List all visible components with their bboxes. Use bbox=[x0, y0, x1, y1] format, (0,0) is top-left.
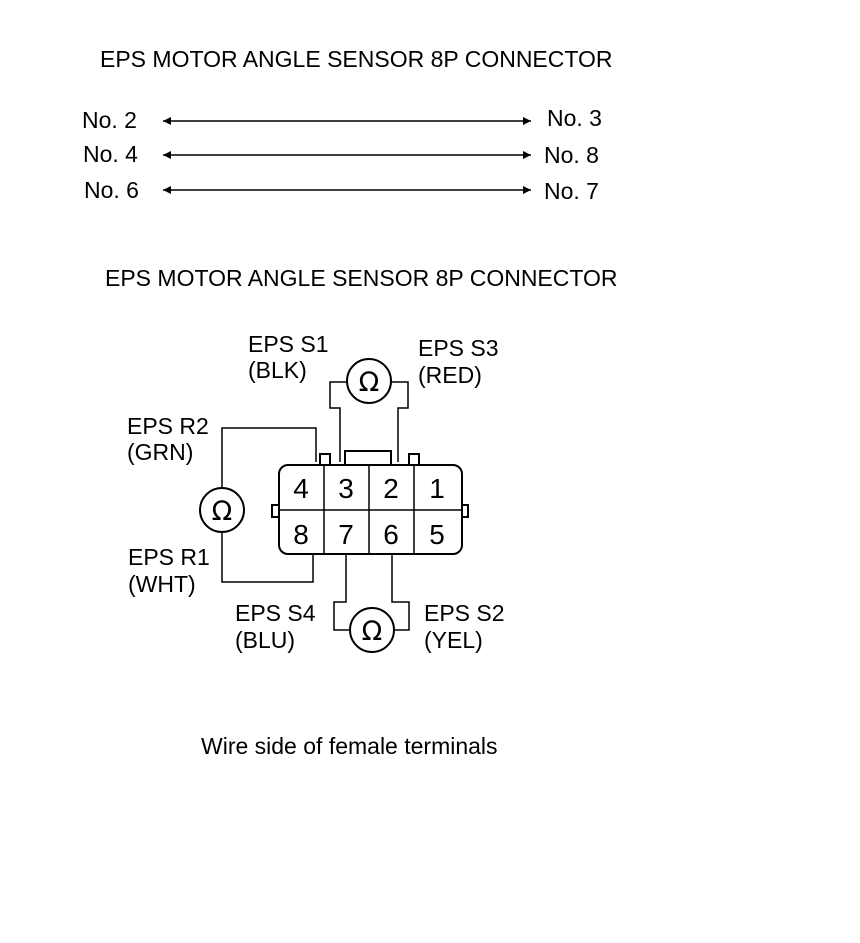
row2-left-label: No. 4 bbox=[83, 141, 138, 167]
continuity-row-1: No. 2 No. 3 bbox=[82, 105, 602, 133]
terminal-7: 7 bbox=[338, 519, 354, 550]
caption-wire-side: Wire side of female terminals bbox=[201, 733, 498, 759]
wire-s4-to-meter bbox=[333, 553, 349, 631]
terminal-4: 4 bbox=[293, 473, 309, 504]
ohm-icon: Ω bbox=[362, 616, 383, 647]
continuity-row-3: No. 6 No. 7 bbox=[84, 177, 599, 204]
wire-s3-to-meter bbox=[392, 381, 409, 462]
terminal-5: 5 bbox=[429, 519, 445, 550]
ohmmeter-bottom-circle bbox=[349, 607, 395, 653]
row3-left-label: No. 6 bbox=[84, 177, 139, 203]
label-eps-s2: EPS S2 bbox=[424, 600, 505, 626]
ohmmeter-top: Ω bbox=[346, 358, 392, 404]
label-eps-s1-color: (BLK) bbox=[248, 357, 307, 383]
ohmmeter-top-circle bbox=[346, 358, 392, 404]
terminal-8: 8 bbox=[293, 519, 309, 550]
connector-locking-tab bbox=[344, 450, 392, 466]
row3-right-label: No. 7 bbox=[544, 178, 599, 204]
label-eps-s3: EPS S3 bbox=[418, 335, 499, 361]
section1-title: EPS MOTOR ANGLE SENSOR 8P CONNECTOR bbox=[100, 46, 613, 72]
section2-title: EPS MOTOR ANGLE SENSOR 8P CONNECTOR bbox=[105, 265, 618, 291]
row1-right-label: No. 3 bbox=[547, 105, 602, 131]
continuity-row-2: No. 4 No. 8 bbox=[83, 141, 599, 168]
wire-s1-to-meter bbox=[329, 381, 347, 462]
wiring bbox=[221, 381, 410, 631]
label-eps-s3-color: (RED) bbox=[418, 362, 482, 388]
terminal-2: 2 bbox=[383, 473, 399, 504]
row2-right-label: No. 8 bbox=[544, 142, 599, 168]
wire-s2-to-meter bbox=[391, 553, 410, 631]
label-eps-s1: EPS S1 bbox=[248, 331, 329, 357]
label-eps-r2-color: (GRN) bbox=[127, 439, 193, 465]
terminal-3: 3 bbox=[338, 473, 354, 504]
label-eps-s4-color: (BLU) bbox=[235, 627, 295, 653]
terminal-1: 1 bbox=[429, 473, 445, 504]
label-eps-s4: EPS S4 bbox=[235, 600, 316, 626]
ohmmeter-bottom: Ω bbox=[349, 607, 395, 653]
terminal-6: 6 bbox=[383, 519, 399, 550]
label-eps-s2-color: (YEL) bbox=[424, 627, 483, 653]
ohmmeter-left: Ω bbox=[199, 487, 245, 533]
row1-left-label: No. 2 bbox=[82, 107, 137, 133]
wire-r1-to-meter bbox=[221, 530, 314, 583]
label-eps-r1-color: (WHT) bbox=[128, 571, 196, 597]
connector-8p: 4 3 2 1 8 7 6 5 bbox=[271, 450, 469, 555]
ohmmeter-left-circle bbox=[199, 487, 245, 533]
label-eps-r2: EPS R2 bbox=[127, 413, 209, 439]
wire-r2-to-meter bbox=[221, 427, 317, 490]
ohm-icon: Ω bbox=[359, 367, 380, 398]
ohm-icon: Ω bbox=[212, 496, 233, 527]
label-eps-r1: EPS R1 bbox=[128, 544, 210, 570]
